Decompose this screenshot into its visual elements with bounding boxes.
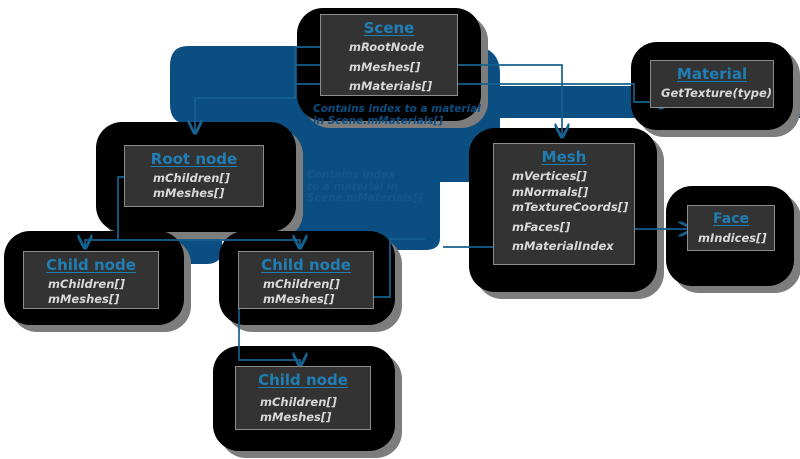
node-scene[interactable]: Scene mRootNode mMeshes[] mMaterials[] — [320, 14, 458, 96]
field-root-mchildren: mChildren[] — [153, 171, 230, 185]
field-mvertices: mVertices[] — [512, 169, 587, 183]
link-root-to-child-mid — [118, 240, 300, 248]
field-mmeshes: mMeshes[] — [349, 59, 421, 74]
field-childbottom-mchildren: mChildren[] — [260, 395, 337, 409]
node-scene-title: Scene — [363, 19, 415, 37]
node-child-left-fields: mChildren[] mMeshes[] — [48, 277, 148, 306]
node-face[interactable]: Face mIndices[] — [687, 205, 775, 251]
note-material-index-line2: in Scene.mMaterials[] — [313, 114, 444, 127]
note-material-index-ghost: Contains index to a material in Scene.mM… — [307, 169, 423, 204]
field-mmaterials: mMaterials[] — [349, 79, 433, 94]
node-mesh-fields: mVertices[] mNormals[] mTextureCoords[] … — [512, 169, 629, 255]
note-material-index-line1: Contains index to a material — [313, 103, 481, 115]
field-mindices: mIndices[] — [698, 231, 767, 245]
node-child-node-mid[interactable]: Child node mChildren[] mMeshes[] — [238, 251, 374, 309]
field-root-mmeshes: mMeshes[] — [153, 185, 225, 200]
field-gettexture: GetTexture(type) — [661, 86, 773, 100]
link-scene-meshes-to-mesh — [419, 64, 562, 137]
node-child-bottom-fields: mChildren[] mMeshes[] — [260, 395, 360, 424]
node-child-bottom-title: Child node — [258, 371, 348, 389]
field-childmid-mmeshes: mMeshes[] — [263, 291, 335, 306]
node-material-title: Material — [676, 65, 748, 83]
node-face-title: Face — [713, 211, 749, 227]
node-root-node-fields: mChildren[] mMeshes[] — [153, 171, 253, 200]
note-material-index: Contains index to a material in Scene.mM… — [313, 103, 481, 127]
field-childmid-mchildren: mChildren[] — [263, 277, 340, 291]
field-childbottom-mmeshes: mMeshes[] — [260, 409, 332, 424]
node-child-mid-fields: mChildren[] mMeshes[] — [263, 277, 363, 306]
node-child-mid-title: Child node — [261, 256, 351, 274]
field-mnormals: mNormals[] — [512, 184, 589, 199]
node-scene-fields: mRootNode mMeshes[] mMaterials[] — [349, 40, 447, 95]
field-mtexturecoords: mTextureCoords[] — [512, 200, 629, 215]
field-mmaterialindex: mMaterialIndex — [512, 239, 614, 254]
node-mesh[interactable]: Mesh mVertices[] mNormals[] mTextureCoor… — [493, 143, 635, 265]
node-child-node-left[interactable]: Child node mChildren[] mMeshes[] — [23, 251, 159, 309]
link-scene-to-rootnode — [195, 53, 296, 133]
field-childleft-mchildren: mChildren[] — [48, 277, 125, 291]
node-face-fields: mIndices[] — [698, 231, 767, 246]
node-child-left-title: Child node — [46, 256, 136, 274]
node-root-node[interactable]: Root node mChildren[] mMeshes[] — [124, 145, 264, 207]
field-childleft-mmeshes: mMeshes[] — [48, 291, 120, 306]
link-root-to-child-left — [85, 240, 118, 248]
field-mrootnode: mRootNode — [349, 40, 425, 54]
node-root-node-title: Root node — [150, 150, 238, 168]
node-material-fields: GetTexture(type) — [661, 86, 773, 101]
field-mfaces: mFaces[] — [512, 219, 571, 234]
node-child-node-bottom[interactable]: Child node mChildren[] mMeshes[] — [235, 366, 371, 430]
node-mesh-title: Mesh — [541, 148, 587, 166]
